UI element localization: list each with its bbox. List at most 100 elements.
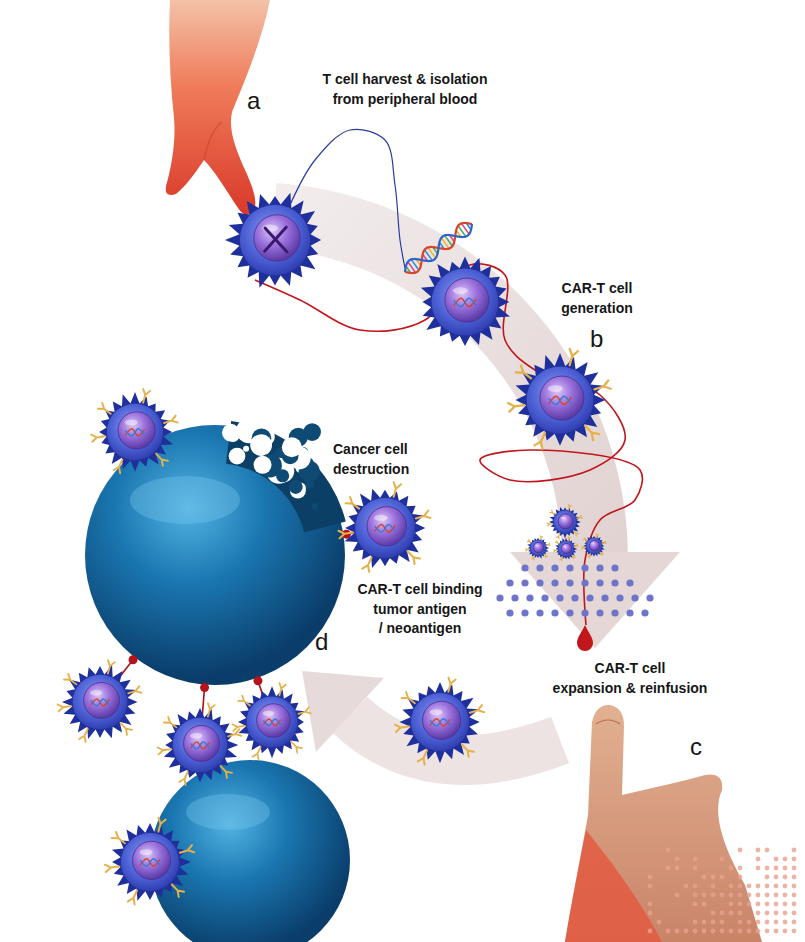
dissolve-dot — [648, 875, 653, 880]
dissolve-dot — [783, 911, 788, 916]
dissolve-dot — [756, 848, 761, 853]
expanded-cell-dot — [646, 594, 653, 601]
dissolve-dot — [783, 866, 788, 871]
dissolve-dot — [738, 866, 743, 871]
inserted-gene — [191, 742, 210, 749]
expanded-cell-dot — [551, 564, 558, 571]
car-t-cell — [508, 349, 611, 449]
car-receptor — [547, 523, 553, 526]
step-label: CAR-T cell generation — [561, 279, 633, 318]
dissolve-dot — [711, 884, 716, 889]
cell-fragment — [227, 400, 242, 415]
car-receptor — [574, 531, 579, 536]
dissolve-dot — [693, 857, 698, 862]
inserted-gene — [430, 719, 450, 726]
expanded-cell-dot — [596, 564, 603, 571]
dissolve-dot — [792, 929, 797, 934]
cell-body — [107, 404, 163, 460]
dissolve-dot — [774, 857, 779, 862]
dissolve-dot — [756, 929, 761, 934]
dissolve-dot — [648, 884, 653, 889]
expanded-cell-dot — [526, 594, 533, 601]
dissolve-dot — [693, 866, 698, 871]
car-receptor — [128, 686, 141, 693]
dissolve-dot — [747, 893, 752, 898]
car-receptor — [58, 705, 71, 712]
dissolve-dot — [783, 875, 788, 880]
dissolve-dot — [738, 893, 743, 898]
inserted-gene — [549, 396, 572, 404]
dissolve-dot — [729, 929, 734, 934]
hand-red-overlay — [565, 830, 662, 942]
cell-nucleus — [367, 507, 406, 546]
dissolve-dot — [729, 893, 734, 898]
cell-fragment — [303, 423, 321, 441]
dissolve-dot — [765, 911, 770, 916]
expanded-cell-dot — [586, 594, 593, 601]
car-t-cell — [582, 534, 606, 558]
cell-nucleus — [533, 542, 543, 552]
dissolve-dot — [756, 902, 761, 907]
car-receptor — [572, 555, 575, 558]
dissolve-dot — [720, 875, 725, 880]
cell-fragment — [240, 421, 254, 435]
dissolve-dot — [783, 929, 788, 934]
nucleus-highlight — [535, 544, 539, 546]
car-receptor — [546, 543, 550, 545]
inserted-gene — [125, 429, 144, 436]
cell-nucleus — [118, 412, 155, 449]
expanded-cell-dot — [566, 579, 573, 586]
car-receptor — [408, 551, 421, 564]
expanded-cell-dot — [596, 609, 603, 616]
step-label: CAR-T cell binding tumor antigen / neoan… — [357, 580, 482, 639]
car-receptor — [570, 349, 578, 365]
nucleus-highlight — [263, 711, 275, 716]
cell-nucleus — [84, 682, 120, 718]
dissolve-dot — [711, 929, 716, 934]
expanded-cell-dot — [506, 579, 513, 586]
step-letter: c — [690, 730, 702, 764]
dissolve-dot — [774, 902, 779, 907]
car-receptor — [362, 557, 371, 571]
expanded-cell-dot — [596, 579, 603, 586]
cell-spikes — [515, 353, 605, 446]
dissolve-dot — [765, 920, 770, 925]
step-label: Cancer cell destruction — [333, 440, 409, 479]
car-receptor — [208, 703, 215, 716]
dissolve-dot — [783, 857, 788, 862]
inserted-gene — [140, 859, 160, 866]
nucleus-highlight — [90, 690, 102, 696]
cell-nucleus — [540, 376, 584, 420]
car-receptor — [112, 832, 125, 843]
dissolve-dot — [783, 884, 788, 889]
dissolve-dot — [711, 893, 716, 898]
car-receptor — [180, 845, 194, 853]
nucleus-highlight — [374, 515, 388, 521]
expanded-cell-dot — [551, 609, 558, 616]
car-t-cell — [554, 537, 578, 561]
cell-spikes — [583, 536, 604, 557]
cell-spikes — [421, 256, 510, 346]
car-receptor — [418, 751, 427, 765]
finger-crease — [204, 122, 222, 160]
expanded-cell-dot — [566, 564, 573, 571]
dissolve-dot — [738, 911, 743, 916]
dissolve-dot — [702, 902, 707, 907]
cell-body — [355, 498, 415, 558]
dissolve-dot — [729, 884, 734, 889]
cell-nucleus — [254, 215, 300, 261]
cell-body — [432, 269, 499, 336]
car-receptor — [114, 460, 123, 474]
cell-nucleus — [133, 841, 171, 879]
expansion-cells — [496, 505, 653, 617]
car-receptor — [516, 366, 531, 379]
dissolve-dot — [702, 920, 707, 925]
dissolve-dot — [675, 893, 680, 898]
cell-spikes — [62, 665, 138, 739]
patient-hand — [565, 705, 762, 942]
step-letter: a — [247, 84, 260, 118]
car-receptor — [582, 547, 586, 549]
dissolve-dot — [720, 920, 725, 925]
nucleus-highlight — [548, 385, 563, 392]
